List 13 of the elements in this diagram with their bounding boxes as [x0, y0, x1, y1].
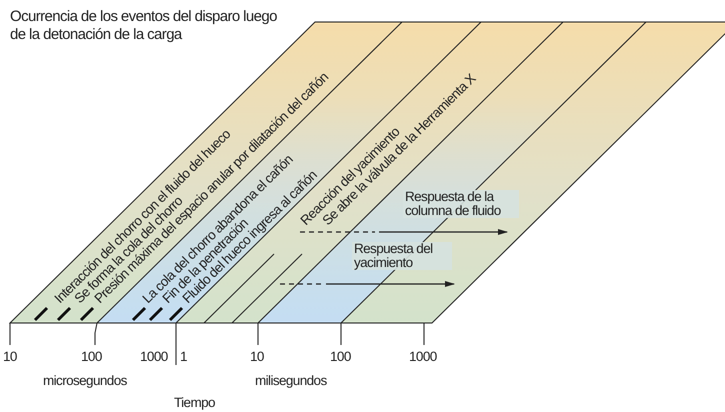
- unit-label: microsegundos: [43, 374, 127, 388]
- tick-label: 10: [3, 350, 17, 364]
- axis-title: Tiempo: [174, 396, 215, 410]
- tick-label: 100: [330, 350, 351, 364]
- tick-label: 1000: [409, 350, 437, 364]
- tick-label: 100: [81, 350, 102, 364]
- arrow-label: Respuesta del yacimiento: [352, 242, 452, 270]
- tick-label: 1000: [140, 350, 168, 364]
- tick-label: 10: [250, 350, 264, 364]
- unit-label: milisegundos: [255, 374, 327, 388]
- tick-label: 1: [180, 350, 187, 364]
- diagram-title: Ocurrencia de los eventos del disparo luego de la detonación de la carga: [10, 8, 278, 44]
- arrow-label: Respuesta de la columna de fluido: [403, 190, 519, 218]
